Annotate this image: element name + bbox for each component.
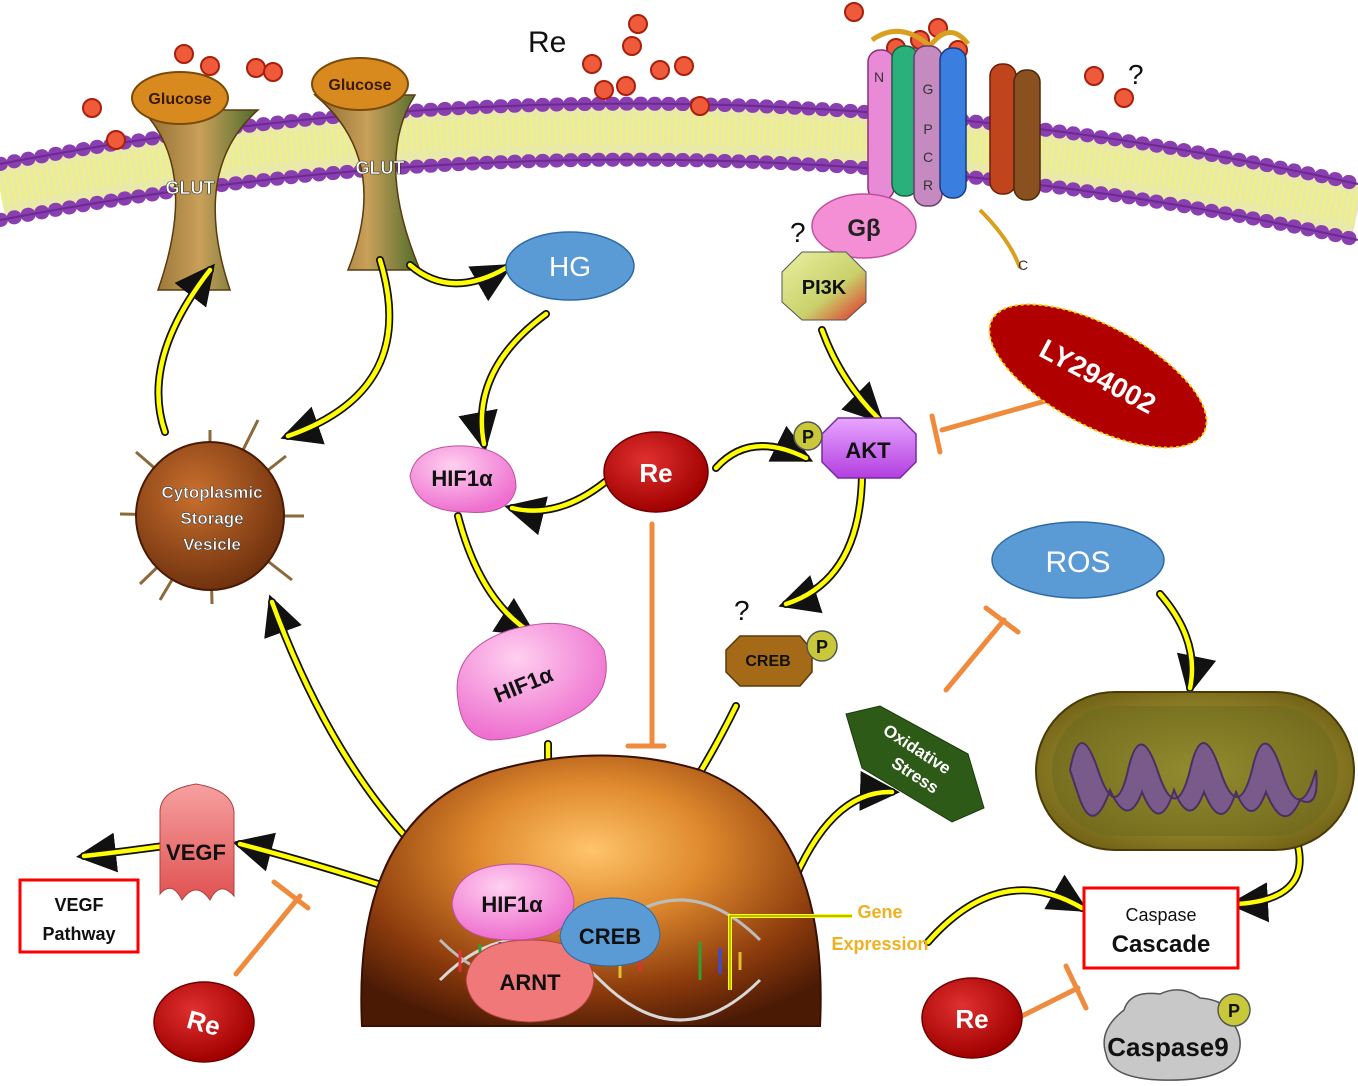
glut-label-left: GLUT [166, 178, 215, 198]
gbeta-node: Gβ [811, 193, 917, 259]
hg-label: HG [549, 251, 591, 282]
vegf-label: VEGF [166, 840, 226, 865]
akt-label: AKT [845, 438, 891, 463]
gpcr-letter-c: C [923, 149, 933, 165]
hif1a-mid-node: HIF1α [456, 622, 607, 741]
arnt-label: ARNT [499, 970, 561, 995]
creb-phospho-label: P [816, 637, 828, 657]
vegf-pathway-line1: VEGF [54, 895, 103, 915]
caspase-cascade-box: Caspase Cascade [1082, 886, 1240, 970]
glut-label-right: GLUT [356, 158, 405, 178]
nucleus: ARNT HIF1α CREB [360, 754, 852, 1027]
vesicle-label-line3: Vesicle [183, 535, 241, 554]
nucleus-creb: CREB [559, 897, 661, 967]
akt-phospho-label: P [802, 427, 814, 447]
pi3k-label: PI3K [802, 277, 847, 299]
vesicle-label-line2: Storage [180, 509, 243, 528]
vegf-pathway-box: VEGF Pathway [18, 878, 140, 954]
re-ligand-question: ? [1128, 59, 1144, 90]
caspase9-node: Caspase9 P [1103, 989, 1251, 1081]
nucleus-arnt: ARNT [465, 939, 595, 1023]
glucose-label-right: Glucose [328, 77, 391, 94]
caspase-cascade-line1: Caspase [1125, 905, 1196, 925]
glucose-cargo-right [311, 57, 409, 111]
pi3k-node: PI3K ? [781, 217, 867, 321]
re-ligand-label: Re [528, 26, 566, 59]
akt-phospho-badge [793, 421, 823, 451]
inhibition-lines [233, 395, 1089, 1019]
re-ligand-particles [82, 2, 1134, 150]
hif1a-top-node: HIF1α [409, 445, 517, 513]
glucose-label-left: Glucose [148, 91, 211, 108]
creb-question: ? [734, 595, 750, 626]
gbeta-label: Gβ [847, 215, 880, 242]
ros-label: ROS [1045, 546, 1110, 579]
creb-label: CREB [745, 653, 790, 670]
ly294002-node: LY294002 [988, 303, 1208, 449]
glut-transporter-right: Glucose GLUT [311, 57, 422, 271]
glut-transporter-left: Glucose GLUT [131, 71, 260, 291]
creb-node: CREB P ? [725, 595, 838, 687]
vegf-pathway-line2: Pathway [42, 924, 115, 944]
re-center-label: Re [639, 458, 672, 488]
pi3k-question: ? [790, 217, 806, 248]
hif1a-top-label: HIF1α [431, 466, 493, 491]
gpcr-receptor: N C G P C R [867, 28, 1041, 273]
re-bottom-right-label: Re [955, 1004, 988, 1034]
nucleus-hif1a-label: HIF1α [481, 892, 543, 917]
gpcr-c-terminus: C [1018, 257, 1028, 273]
mitochondrion [1035, 691, 1355, 851]
gpcr-letter-p: P [923, 121, 932, 137]
re-center-node: Re [603, 431, 709, 513]
ros-node: ROS [991, 521, 1165, 599]
cytoplasmic-storage-vesicle: Cytoplasmic Storage Vesicle [119, 419, 304, 605]
gpcr-letter-g: G [923, 81, 934, 97]
re-bottom-left-node: Re [153, 981, 255, 1063]
nucleus-hif1a: HIF1α [451, 863, 575, 941]
caspase-cascade-line2: Cascade [1112, 931, 1211, 958]
nucleus-creb-label: CREB [579, 924, 641, 949]
gpcr-n-terminus: N [874, 69, 884, 85]
creb-phospho-badge [806, 630, 838, 662]
vesicle-label-line1: Cytoplasmic [161, 483, 262, 502]
vegf-node: VEGF [159, 783, 235, 901]
caspase9-label: Caspase9 [1107, 1032, 1228, 1062]
hg-node: HG [505, 231, 635, 301]
akt-node: AKT P [793, 417, 917, 479]
re-bottom-right-node: Re [921, 977, 1023, 1059]
caspase9-phospho-label: P [1228, 1001, 1240, 1021]
oxidative-stress-node: Oxidative Stress [845, 705, 985, 823]
glucose-cargo-left [131, 71, 229, 125]
caspase9-phospho-badge [1217, 993, 1251, 1027]
gene-expression-line2: Expression [831, 934, 928, 954]
gpcr-letter-r: R [923, 177, 933, 193]
gene-expression-line1: Gene [857, 902, 902, 922]
